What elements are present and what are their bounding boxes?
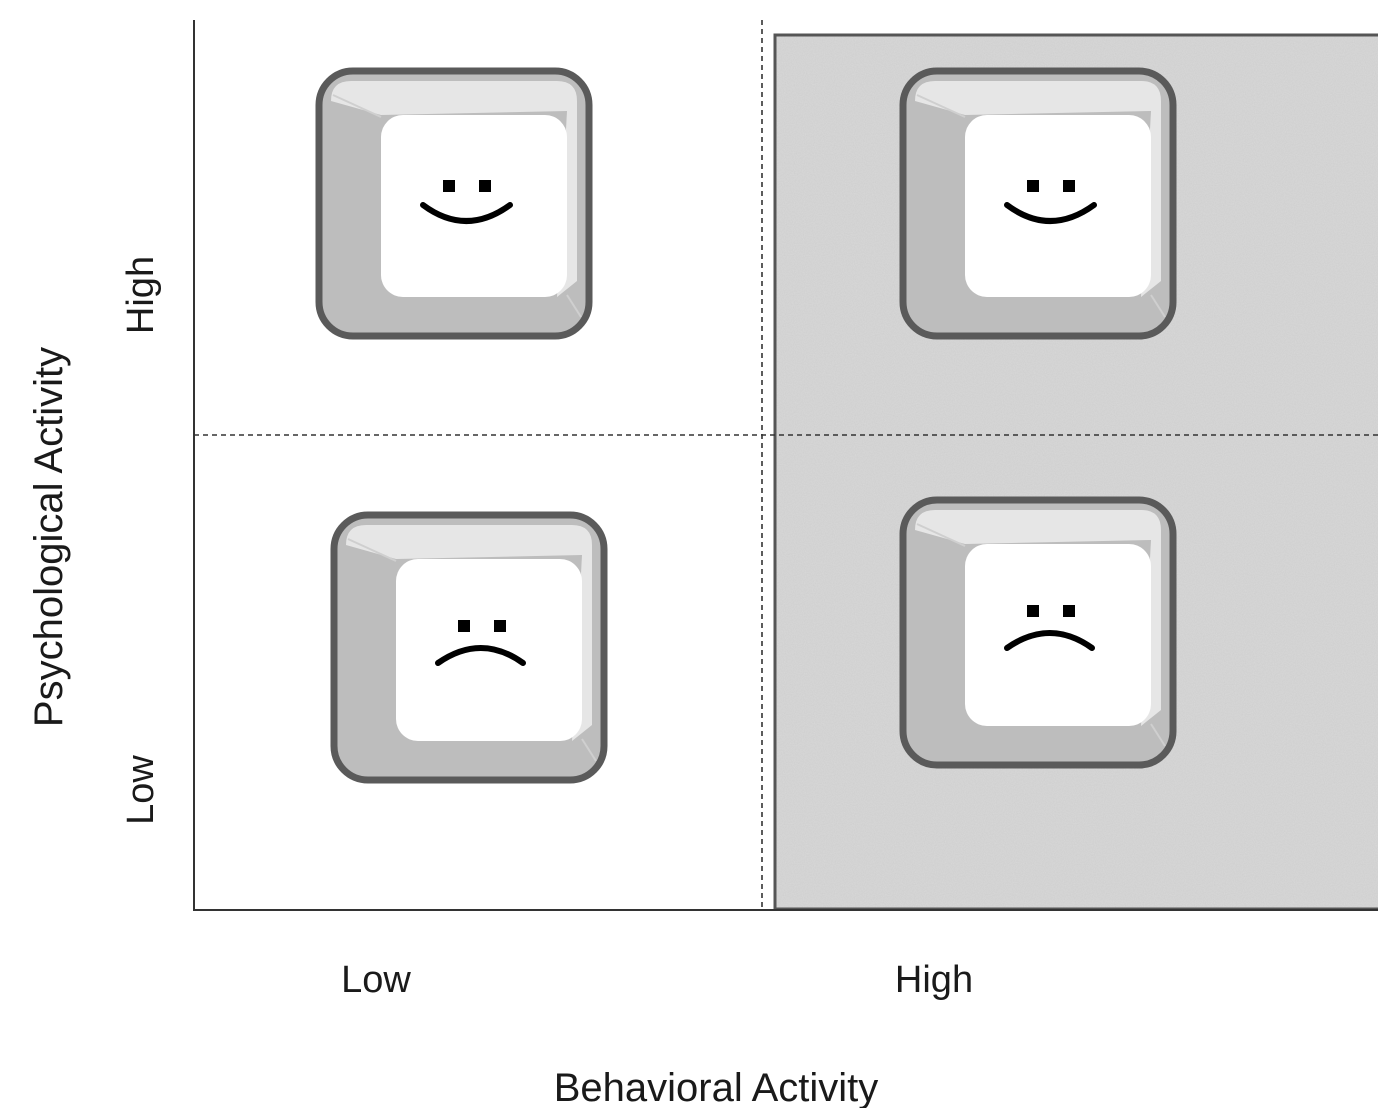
x-tick-high: High	[895, 959, 973, 1001]
frown-face-icon	[435, 620, 526, 666]
x-tick-low: Low	[341, 959, 411, 1001]
y-tick-high: High	[120, 256, 162, 334]
y-axis-title: Psychological Activity	[27, 347, 71, 727]
smile-face-icon	[420, 180, 513, 224]
y-tick-low: Low	[120, 755, 162, 825]
frown-key-icon	[330, 511, 608, 784]
frown-key-icon	[899, 496, 1177, 769]
x-axis-title: Behavioral Activity	[554, 1066, 879, 1108]
smile-key-icon	[899, 67, 1177, 340]
smile-face-icon	[1004, 180, 1097, 224]
frown-face-icon	[1004, 605, 1095, 651]
smile-key-icon	[315, 67, 593, 340]
